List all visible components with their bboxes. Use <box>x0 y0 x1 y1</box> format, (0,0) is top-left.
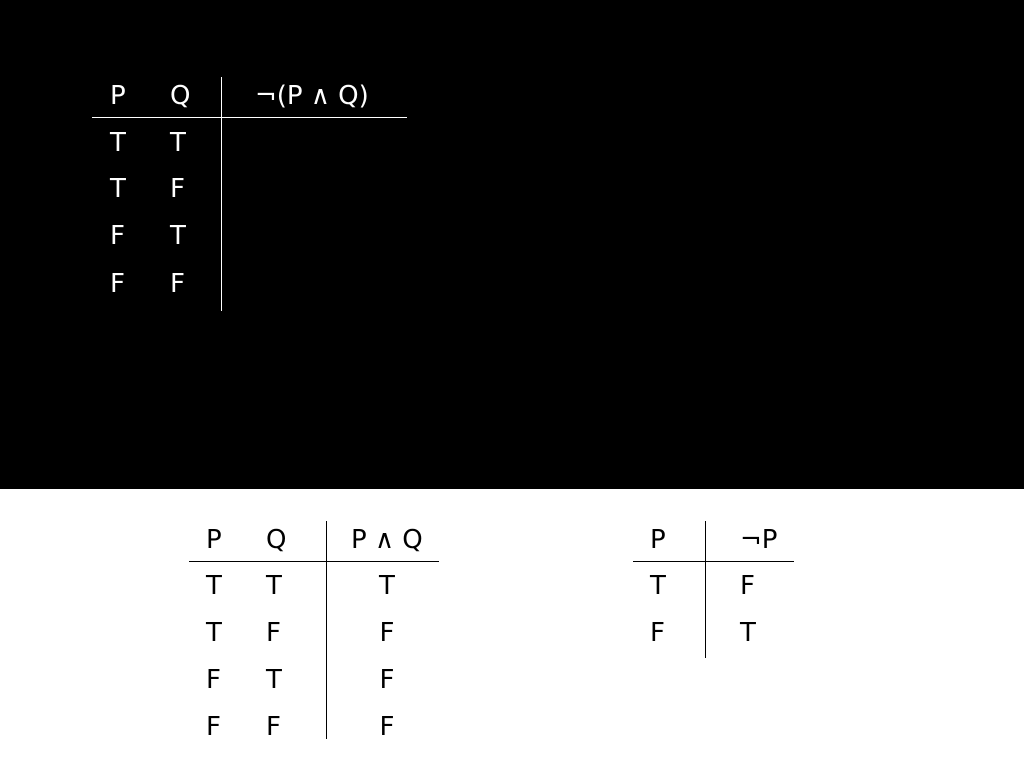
cell-r1-q: T <box>170 128 186 158</box>
cell-r1-q: T <box>266 571 282 601</box>
cell-r1-p: T <box>110 128 126 158</box>
header-q: Q <box>266 525 287 555</box>
cell-r1-p: T <box>206 571 222 601</box>
cell-r4-q: F <box>266 712 281 742</box>
header-p: P <box>110 81 126 111</box>
cell-r4-p: F <box>206 712 221 742</box>
cell-r2-q: F <box>170 174 185 204</box>
header-divider <box>633 561 794 562</box>
cell-r4-p: F <box>110 269 125 299</box>
header-p: P <box>650 525 666 555</box>
cell-r3-q: T <box>266 665 282 695</box>
cell-r3-p: F <box>110 221 125 251</box>
header-not-p-and-q: ¬(P ∧ Q) <box>255 81 369 111</box>
cell-r2-q: F <box>266 618 281 648</box>
header-p: P <box>206 525 222 555</box>
cell-r2-p: T <box>110 174 126 204</box>
column-divider <box>326 521 327 739</box>
header-not-p: ¬P <box>740 525 778 555</box>
header-p-and-q: P ∧ Q <box>351 525 423 555</box>
cell-r2-result: F <box>379 618 395 648</box>
cell-r3-result: F <box>379 665 395 695</box>
cell-r3-q: T <box>170 221 186 251</box>
cell-r3-p: F <box>206 665 221 695</box>
cell-r1-not-p: F <box>740 571 755 601</box>
bottom-panel: P Q P ∧ Q T T T T F F F T F F F F P ¬P T <box>0 489 1024 768</box>
cell-r1-p: T <box>650 571 666 601</box>
top-panel: P Q ¬(P ∧ Q) T T T F F T F F <box>0 0 1024 489</box>
cell-r2-p: T <box>206 618 222 648</box>
header-divider <box>92 117 407 118</box>
cell-r4-q: F <box>170 269 185 299</box>
cell-r4-result: F <box>379 712 395 742</box>
cell-r1-result: T <box>379 571 395 601</box>
column-divider <box>705 521 706 658</box>
cell-r2-p: F <box>650 618 665 648</box>
header-divider <box>189 561 439 562</box>
cell-r2-not-p: T <box>740 618 756 648</box>
header-q: Q <box>170 81 191 111</box>
column-divider <box>221 77 222 311</box>
